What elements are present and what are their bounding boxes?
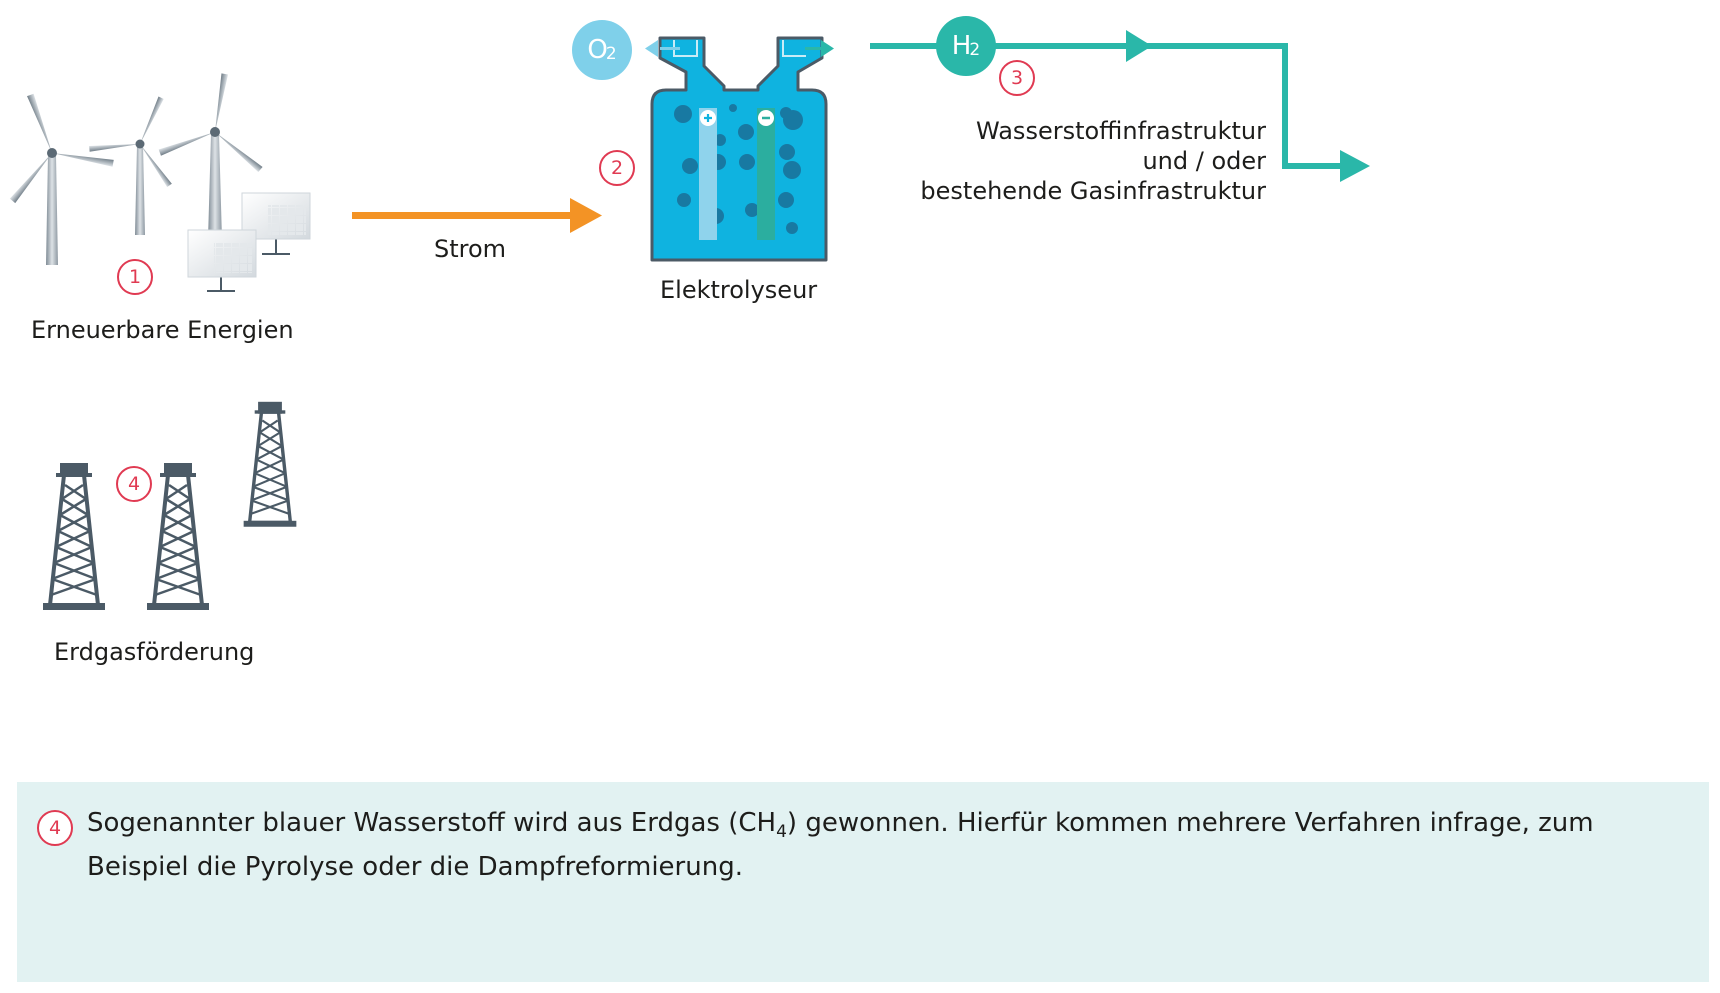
- hydrogen-badge: H2: [936, 16, 996, 76]
- gas-derricks-icon: [41, 400, 299, 612]
- infrastructure-label: Wasserstoffinfrastruktur und / oder best…: [900, 116, 1266, 206]
- power-label: Strom: [434, 235, 507, 263]
- o2-outlet-arrow: [645, 40, 680, 57]
- infrastructure-label-line-2: und / oder: [1142, 147, 1266, 175]
- anode-electrode: [699, 108, 717, 240]
- step-badge-1: 1: [117, 259, 153, 295]
- info-note-box: 4 Sogenannter blauer Wasserstoff wird au…: [17, 782, 1709, 982]
- derrick-3: [241, 400, 299, 529]
- wind-turbine-2: [87, 78, 203, 235]
- step-badge-3: 3: [999, 60, 1035, 96]
- infrastructure-label-line-1: Wasserstoffinfrastruktur: [976, 117, 1266, 145]
- h2-outlet-arrow: [805, 40, 834, 57]
- oxygen-subscript: 2: [605, 44, 617, 64]
- derrick-1: [41, 461, 107, 612]
- solar-panel-front: [187, 229, 257, 292]
- hydrogen-subscript: 2: [969, 40, 981, 60]
- power-arrow: [352, 198, 602, 233]
- cathode-electrode: [757, 108, 775, 240]
- electrolyser-label: Elektrolyseur: [660, 276, 818, 304]
- note-text-before: Sogenannter blauer Wasserstoff wird aus …: [87, 808, 777, 838]
- step-badge-4: 4: [116, 466, 152, 502]
- renewables-label: Erneuerbare Energien: [31, 316, 294, 344]
- wind-turbines-icon: [0, 64, 278, 265]
- hydrogen-symbol: H: [951, 31, 972, 61]
- info-note-text: Sogenannter blauer Wasserstoff wird aus …: [87, 806, 1687, 885]
- solar-panels-icon: [187, 192, 311, 292]
- oxygen-badge: O2: [572, 20, 632, 80]
- note-text-subscript: 4: [776, 822, 787, 843]
- wind-turbine-3: [157, 64, 278, 240]
- hydrogen-pipeline-arrow: [870, 30, 1370, 182]
- oxygen-symbol: O: [587, 35, 608, 65]
- electrolyser-icon: [645, 36, 834, 262]
- infrastructure-label-line-3: bestehende Gasinfrastruktur: [920, 177, 1266, 205]
- note-text-after: ) gewonnen. Hierfür kommen mehrere Verfa…: [87, 808, 1594, 883]
- wind-turbine-1: [0, 75, 117, 265]
- gas-extraction-label: Erdgasförderung: [54, 638, 255, 666]
- note-step-badge: 4: [37, 810, 73, 846]
- step-badge-2: 2: [599, 150, 635, 186]
- derrick-2: [145, 461, 211, 612]
